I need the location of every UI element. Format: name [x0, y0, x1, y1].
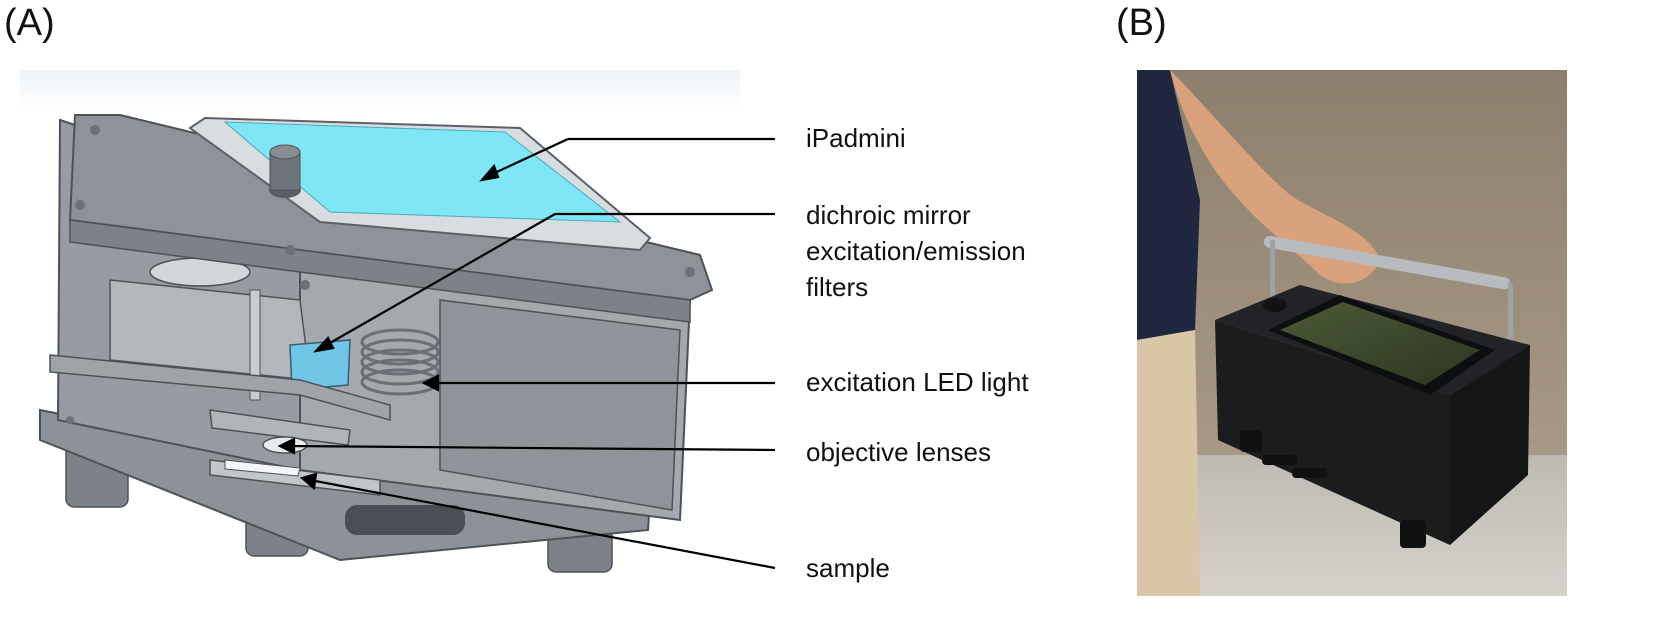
- callout-sample: sample: [806, 553, 890, 583]
- sample-slide: [224, 459, 301, 477]
- panel-label-b: (B): [1116, 2, 1167, 44]
- screw-holes: [66, 125, 695, 424]
- support-rod: [249, 289, 261, 401]
- focus-knobs: [345, 505, 465, 535]
- callout-ipadmini: iPadmini: [806, 123, 906, 153]
- right-inner-wall: [439, 299, 681, 511]
- callout-dichroic-mirror-filters: dichroic mirror excitation/emission filt…: [806, 200, 1026, 302]
- panel-label-a: (A): [4, 2, 55, 44]
- callout-objective-lenses: objective lenses: [806, 437, 991, 467]
- lid-edge: [69, 219, 691, 323]
- leader-lines: [277, 137, 776, 570]
- callout-excitation-led-light: excitation LED light: [806, 367, 1029, 397]
- stage-plate: [209, 409, 351, 446]
- middle-shelf: [49, 354, 391, 421]
